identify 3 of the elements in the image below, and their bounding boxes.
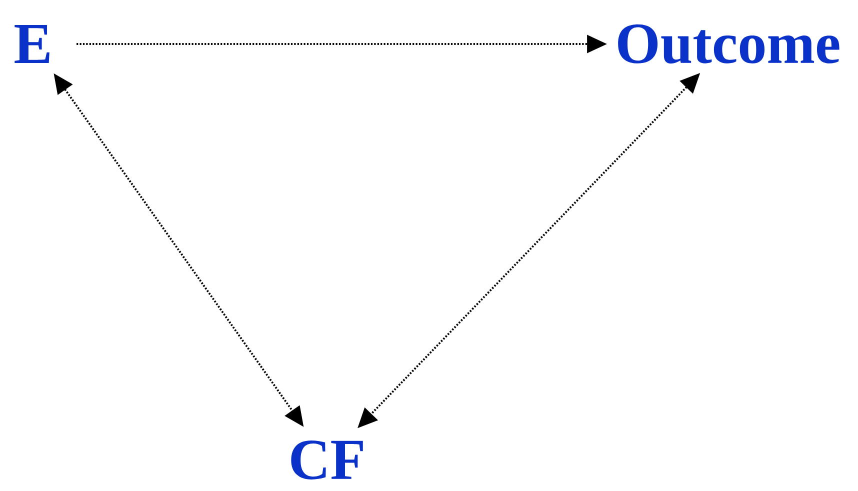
node-label: Outcome [618,24,840,64]
node-label: CF [291,440,363,480]
node-label: E [14,25,50,63]
